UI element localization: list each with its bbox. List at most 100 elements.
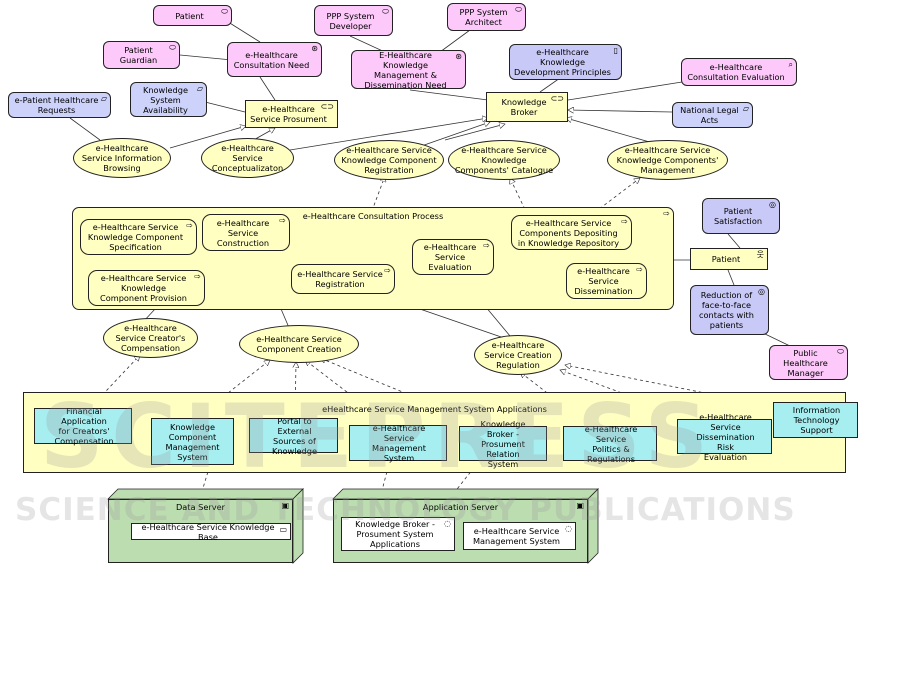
requirement-icon: ▱ <box>100 94 107 103</box>
reduction-goal[interactable]: Reduction of face-to-face contacts with … <box>690 285 769 335</box>
stakeholder-icon: ⬭ <box>169 43 176 52</box>
app-it-support-component[interactable]: Information Technology Support <box>773 402 858 438</box>
edge <box>589 178 640 217</box>
app-kcms-component[interactable]: Knowledge Component Management System <box>151 418 234 465</box>
knowledge-broker-role[interactable]: Knowledge Broker⊂⊃ <box>486 92 568 122</box>
km-need-driver[interactable]: E-Healthcare Knowledge Management & Diss… <box>351 49 466 90</box>
process-icon: ⇨ <box>483 241 490 250</box>
patient-guardian-stakeholder[interactable]: Patient Guardian ⬭ <box>103 41 180 69</box>
system-availability-requirement[interactable]: Knowledge System Availability▱ <box>130 82 207 117</box>
km-principles-label: e-Healthcare Knowledge Development Princ… <box>514 47 611 77</box>
data-server-label: Data Server <box>175 502 225 512</box>
service-prosument-label: e-Healthcare Service Prosument <box>250 104 327 124</box>
edge <box>762 332 791 347</box>
role-icon: ⊂⊃ <box>550 94 564 103</box>
kc-catalogue-label: e-Healthcare Service Knowledge Component… <box>454 145 554 175</box>
process-icon: ⇨ <box>279 216 286 225</box>
patient-satisfaction-label: Patient Satisfaction <box>713 206 763 226</box>
kc-registration-service[interactable]: e-Healthcare Service Knowledge Component… <box>334 140 444 180</box>
process-icon: ⇨ <box>384 266 391 275</box>
public-manager-stakeholder[interactable]: Public Healthcare Manager⬭ <box>769 345 848 380</box>
kc-specification-process[interactable]: e-Healthcare Service Knowledge Component… <box>80 219 197 255</box>
broker-apps-artifact[interactable]: Knowledge Broker - Prosument System Appl… <box>341 517 455 551</box>
data-server-top-face <box>107 488 304 500</box>
artifact-icon: ◌ <box>444 519 451 528</box>
patient-guardian-label: Patient Guardian <box>119 45 158 65</box>
service-evaluation-process[interactable]: e-Healthcare Service Evaluation ⇨ <box>412 239 494 275</box>
component-creation-service[interactable]: e-Healthcare Service Component Creation <box>239 325 359 363</box>
edge <box>224 19 261 43</box>
node-icon: ▣ <box>281 501 289 510</box>
service-evaluation-label: e-Healthcare Service Evaluation <box>423 242 477 272</box>
ppp-architect-label: PPP System Architect <box>459 7 508 27</box>
ppp-developer-stakeholder[interactable]: PPP System Developer⬭ <box>314 5 393 36</box>
app-portal-component[interactable]: Portal to External Sources of Knowledge <box>249 415 338 456</box>
edge <box>539 77 561 93</box>
app-financial-component[interactable]: Financial Application for Creators' Comp… <box>34 406 132 446</box>
info-browsing-service[interactable]: e-Healthcare Service Information Browsin… <box>73 138 171 178</box>
edge <box>179 54 233 61</box>
edge <box>295 362 296 421</box>
km-need-label: E-Healthcare Knowledge Management & Diss… <box>364 49 447 90</box>
patient-stakeholder[interactable]: Patient⬭ <box>153 5 232 26</box>
creators-compensation-service[interactable]: e-Healthcare Service Creator's Compensat… <box>103 318 198 358</box>
service-construction-label: e-Healthcare Service Construction <box>216 217 270 248</box>
node-icon: ▣ <box>576 501 584 510</box>
principle-icon: ▯ <box>613 46 618 55</box>
kc-specification-label: e-Healthcare Service Knowledge Component… <box>87 222 184 252</box>
sms-artifact[interactable]: e-Healthcare Service Management System◌ <box>463 522 576 550</box>
app-portal-label: Portal to External Sources of Knowledge <box>271 415 317 456</box>
edge <box>349 35 386 53</box>
creators-compensation-label: e-Healthcare Service Creator's Compensat… <box>115 323 186 353</box>
broker-apps-label: Knowledge Broker - Prosument System Appl… <box>355 519 435 549</box>
ppp-architect-stakeholder[interactable]: PPP System Architect⬭ <box>447 3 526 31</box>
stakeholder-icon: ⬭ <box>837 347 844 356</box>
service-registration-process[interactable]: e-Healthcare Service Registration⇨ <box>291 264 395 294</box>
driver-icon: ⊛ <box>455 52 462 61</box>
patient-satisfaction-goal[interactable]: Patient Satisfaction◎ <box>702 198 780 234</box>
km-principles-principle[interactable]: e-Healthcare Knowledge Development Princ… <box>509 44 622 80</box>
kc-management-service[interactable]: e-Healthcare Service Knowledge Component… <box>607 140 728 180</box>
consultation-evaluation-assessment[interactable]: e-Healthcare Consultation Evaluation⌕ <box>681 58 797 86</box>
service-dissemination-process[interactable]: e-Healthcare Service Dissemination⇨ <box>566 263 647 299</box>
knowledge-broker-label: Knowledge Broker <box>501 97 547 117</box>
conceptualization-service[interactable]: e-Healthcare Service Conceptualizaton <box>201 138 294 178</box>
knowledge-base-artifact[interactable]: e-Healthcare Service Knowledge Base▭ <box>131 522 291 542</box>
edge <box>69 117 101 141</box>
process-icon: ⇨ <box>194 272 201 281</box>
service-construction-process[interactable]: e-Healthcare Service Construction ⇨ <box>202 214 290 251</box>
actor-icon: 웃 <box>756 250 764 259</box>
epatient-requests-label: e-Patient Healthcare Requests <box>14 95 99 115</box>
creation-regulation-service[interactable]: e-Healthcare Service Creation Regulation <box>474 335 562 375</box>
process-icon: ⇨ <box>636 265 643 274</box>
edge <box>568 110 673 112</box>
app-server-side-face <box>587 488 599 564</box>
kc-catalogue-service[interactable]: e-Healthcare Service Knowledge Component… <box>448 140 560 180</box>
consultation-need-driver[interactable]: e-Healthcare Consultation Need⊛ <box>227 42 322 77</box>
service-dissemination-label: e-Healthcare Service Dissemination <box>574 266 633 296</box>
info-browsing-label: e-Healthcare Service Information Browsin… <box>81 143 163 173</box>
kc-registration-label: e-Healthcare Service Knowledge Component… <box>341 145 437 175</box>
components-depositing-process[interactable]: e-Healthcare Service Components Depositi… <box>511 215 632 250</box>
component-creation-label: e-Healthcare Service Component Creation <box>256 334 342 354</box>
app-financial-label: Financial Application for Creators' Comp… <box>54 406 114 446</box>
app-broker-component[interactable]: Knowledge Broker - Prosument Relation Sy… <box>459 419 547 469</box>
consultation-process-label: e-Healthcare Consultation Process <box>302 211 444 221</box>
edge <box>567 81 683 101</box>
service-prosument-role[interactable]: e-Healthcare Service Prosument⊂⊃ <box>245 100 338 128</box>
app-risk-component[interactable]: e-Healthcare Service Dissemination Risk … <box>677 412 772 462</box>
process-icon: ⇨ <box>663 209 670 218</box>
kc-provision-process[interactable]: e-Healthcare Service Knowledge Component… <box>88 270 205 306</box>
requirement-icon: ▱ <box>742 104 749 113</box>
process-icon: ⇨ <box>621 217 628 226</box>
app-sms-component[interactable]: e-Healthcare Service Management System <box>349 423 447 463</box>
app-sms-label: e-Healthcare Service Management System <box>372 423 426 463</box>
app-politics-component[interactable]: e-Healthcare Service Politics & Regulati… <box>563 424 657 464</box>
app-it-support-label: Information Technology Support <box>792 405 841 435</box>
epatient-requests-requirement[interactable]: e-Patient Healthcare Requests▱ <box>8 92 111 118</box>
system-availability-label: Knowledge System Availability <box>142 84 188 115</box>
goal-icon: ◎ <box>758 287 765 296</box>
national-acts-requirement[interactable]: National Legal Acts▱ <box>672 102 753 128</box>
